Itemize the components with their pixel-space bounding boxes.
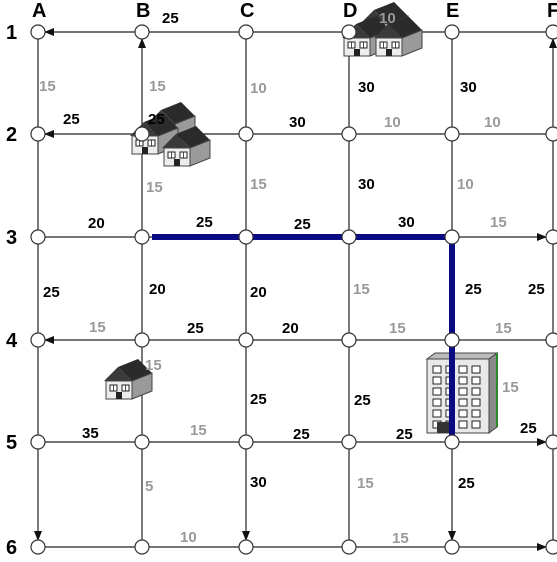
h-weight-C3: 25 xyxy=(294,216,311,233)
node-D3 xyxy=(342,230,356,244)
h-weight-A4: 15 xyxy=(89,319,106,336)
h-weight-E4: 15 xyxy=(495,320,512,337)
row-header-1: 1 xyxy=(6,22,17,44)
v-weight-C3: 20 xyxy=(250,284,267,301)
node-E5 xyxy=(445,435,459,449)
h-weight-B6: 10 xyxy=(180,529,197,546)
node-F6 xyxy=(546,540,557,554)
column-header-E: E xyxy=(446,0,459,22)
node-C2 xyxy=(239,127,253,141)
h-weight-C2: 30 xyxy=(289,114,306,131)
h-weight-D6: 15 xyxy=(392,530,409,547)
node-E4 xyxy=(445,333,459,347)
v-weight-E4: 15 xyxy=(502,379,519,396)
node-F4 xyxy=(546,333,557,347)
row-header-3: 3 xyxy=(6,227,17,249)
v-weight-A1: 15 xyxy=(39,78,56,95)
h-weight-A3: 20 xyxy=(88,215,105,232)
h-weight-B5: 15 xyxy=(190,422,207,439)
node-F1 xyxy=(546,25,557,39)
row-header-5: 5 xyxy=(6,432,17,454)
h-weight-E3: 15 xyxy=(490,214,507,231)
v-weight-D3: 15 xyxy=(353,281,370,298)
row-header-6: 6 xyxy=(6,537,17,559)
row-header-2: 2 xyxy=(6,124,17,146)
node-F3 xyxy=(546,230,557,244)
node-F5 xyxy=(546,435,557,449)
node-A6 xyxy=(31,540,45,554)
h-weight-D1: 10 xyxy=(379,10,396,27)
node-C3 xyxy=(239,230,253,244)
node-B5 xyxy=(135,435,149,449)
v-weight-B1: 15 xyxy=(149,78,166,95)
v-weight-D1: 30 xyxy=(358,79,375,96)
v-weight-C2: 15 xyxy=(250,176,267,193)
v-weight-C1: 10 xyxy=(250,80,267,97)
node-D2 xyxy=(342,127,356,141)
v-weight-B4: 15 xyxy=(145,357,162,374)
v-weight-D5: 15 xyxy=(357,475,374,492)
column-header-B: B xyxy=(136,0,150,22)
node-A5 xyxy=(31,435,45,449)
h-weight-B4: 25 xyxy=(187,320,204,337)
v-weight-A3: 25 xyxy=(43,284,60,301)
v-weight-D2: 30 xyxy=(358,176,375,193)
node-A2 xyxy=(31,127,45,141)
v-weight-F3: 25 xyxy=(528,281,545,298)
h-weight-A2: 25 xyxy=(63,111,80,128)
v-weight-E2: 10 xyxy=(457,176,474,193)
node-B4 xyxy=(135,333,149,347)
office-building-icon xyxy=(427,353,497,433)
node-B1 xyxy=(135,25,149,39)
h-weight-D2: 10 xyxy=(384,114,401,131)
h-weight-D5: 25 xyxy=(396,426,413,443)
node-B3 xyxy=(135,230,149,244)
node-C4 xyxy=(239,333,253,347)
node-E2 xyxy=(445,127,459,141)
node-B2 xyxy=(135,127,149,141)
h-weight-C5: 25 xyxy=(293,426,310,443)
node-B6 xyxy=(135,540,149,554)
node-D4 xyxy=(342,333,356,347)
v-weight-B5: 5 xyxy=(145,478,153,495)
node-A3 xyxy=(31,230,45,244)
v-weight-D4: 25 xyxy=(354,392,371,409)
node-E6 xyxy=(445,540,459,554)
v-weight-E3: 25 xyxy=(465,281,482,298)
node-E1 xyxy=(445,25,459,39)
v-weight-B3: 20 xyxy=(149,281,166,298)
h-weight-B3: 25 xyxy=(196,214,213,231)
node-C5 xyxy=(239,435,253,449)
node-E3 xyxy=(445,230,459,244)
node-D5 xyxy=(342,435,356,449)
node-D1 xyxy=(342,25,356,39)
node-C1 xyxy=(239,25,253,39)
node-A4 xyxy=(31,333,45,347)
v-weight-E1: 30 xyxy=(460,79,477,96)
v-weight-B2: 15 xyxy=(146,179,163,196)
h-weight-A5: 35 xyxy=(82,425,99,442)
h-weight-B2: 25 xyxy=(148,111,165,128)
row-header-4: 4 xyxy=(6,330,18,352)
column-header-C: C xyxy=(240,0,254,22)
h-weight-B1: 25 xyxy=(162,10,179,27)
h-weight-D3: 30 xyxy=(398,214,415,231)
v-weight-C5: 30 xyxy=(250,474,267,491)
edge-weight-labels: 25 10 25 25 30 10 10 20 25 25 30 15 15 25 20 15 15 35 15 25… xyxy=(39,10,545,547)
h-weight-C4: 20 xyxy=(282,320,299,337)
h-weight-E5: 25 xyxy=(520,420,537,437)
v-weight-E5: 25 xyxy=(458,475,475,492)
column-header-A: A xyxy=(32,0,46,22)
node-C6 xyxy=(239,540,253,554)
h-weight-E2: 10 xyxy=(484,114,501,131)
node-F2 xyxy=(546,127,557,141)
node-D6 xyxy=(342,540,356,554)
column-header-D: D xyxy=(343,0,357,22)
v-weight-C4: 25 xyxy=(250,391,267,408)
column-header-F: F xyxy=(547,0,557,22)
h-weight-D4: 15 xyxy=(389,320,406,337)
node-A1 xyxy=(31,25,45,39)
